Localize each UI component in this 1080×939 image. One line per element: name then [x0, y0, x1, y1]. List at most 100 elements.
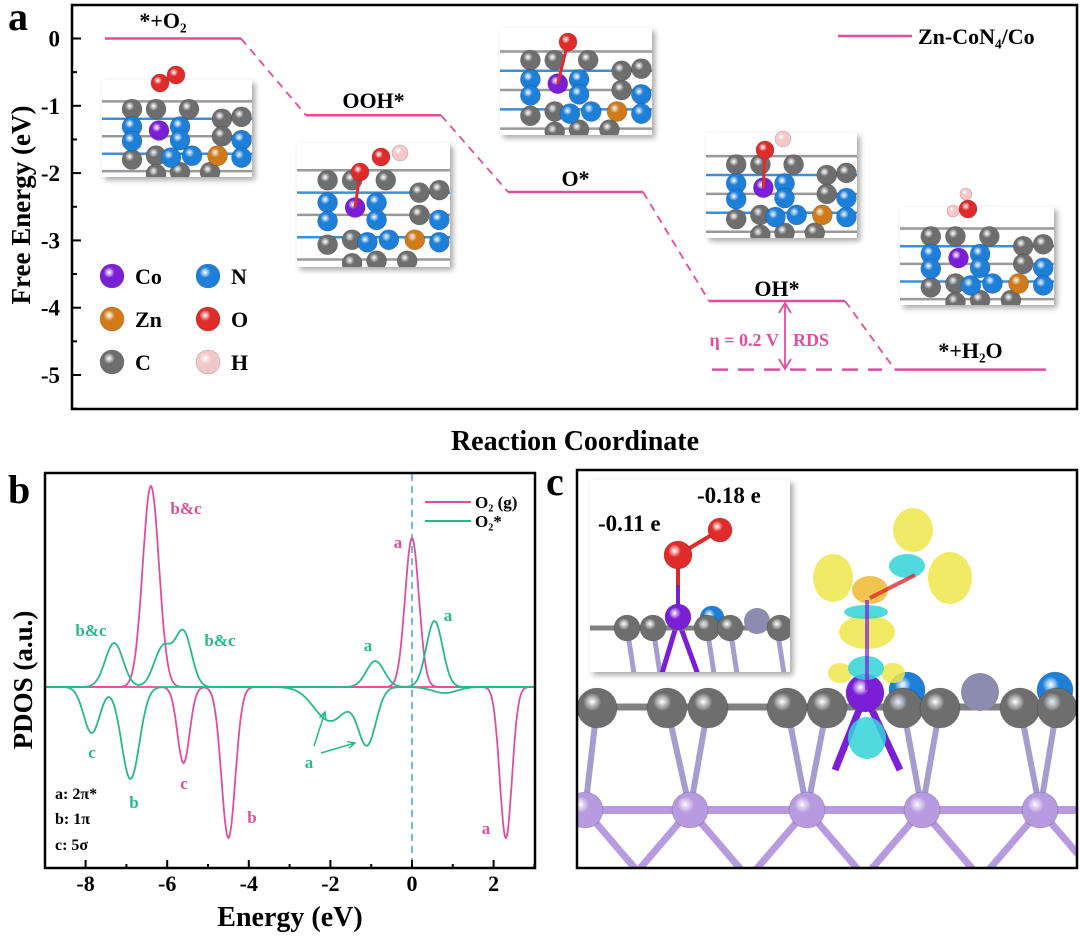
cobalt-atom-icon	[664, 603, 692, 631]
carbon-atom-icon	[520, 49, 541, 71]
nitrogen-atom-icon	[366, 209, 387, 231]
charge-accumulation-lobe	[828, 663, 852, 683]
carbon-atom-icon	[836, 162, 857, 184]
y-tick-label: -4	[41, 296, 61, 321]
oxygen-atom-icon	[707, 517, 733, 543]
carbon-atom-icon	[544, 121, 566, 135]
charge-accumulation-lobe	[852, 576, 888, 604]
nitrogen-atom-icon	[169, 129, 191, 151]
nitrogen-atom-icon	[765, 206, 786, 228]
slab	[500, 49, 652, 135]
x-axis-label: Reaction Coordinate	[451, 426, 699, 457]
zinc-atom-icon	[606, 101, 628, 122]
carbon-atom-icon	[613, 614, 641, 642]
atom-legend-label: N	[231, 264, 247, 289]
x-tick-label: -4	[240, 871, 258, 896]
carbon-atom-icon	[366, 250, 387, 267]
carbon-atom-icon	[577, 687, 618, 729]
carbon-atom-icon	[725, 154, 747, 175]
x-tick-label: -6	[158, 871, 176, 896]
oxygen-atom-icon	[150, 73, 170, 93]
carbon-atom-icon	[882, 687, 924, 729]
carbon-atom-icon	[121, 98, 143, 120]
nitrogen-atom-icon	[836, 206, 857, 228]
legend-label-o2-gas: O₂ (g)	[475, 493, 517, 512]
annotation-arrow	[320, 742, 356, 754]
carbon-atom-icon	[211, 125, 233, 147]
carbon-atom-icon	[999, 687, 1041, 729]
nitrogen-atom-icon	[231, 147, 252, 168]
zn-legend-icon	[99, 306, 125, 332]
energy-level-label: OH*	[754, 276, 799, 301]
nitrogen-atom-icon	[231, 129, 252, 151]
y-tick-label: -5	[41, 363, 60, 388]
carbon-atom-icon	[920, 226, 942, 247]
nitrogen-atom-icon	[520, 85, 541, 106]
carbon-atom-icon	[611, 60, 632, 82]
carbon-atom-icon	[919, 687, 961, 729]
charge-depletion-lobe	[889, 554, 925, 578]
y-tick-label: 0	[49, 27, 61, 52]
carbon-atom-icon	[816, 164, 838, 186]
peak-label: b&c	[204, 631, 236, 650]
hydrogen-atom-icon	[959, 187, 973, 201]
nitrogen-atom-icon	[774, 187, 795, 209]
nitrogen-atom-icon	[160, 147, 182, 168]
cobalt-atom-icon	[148, 120, 170, 141]
peak-label: b&c	[170, 499, 202, 518]
nitrogen-atom-icon	[317, 210, 338, 232]
transition-dashed-line	[642, 191, 710, 302]
nitrogen-atom-icon	[920, 258, 942, 280]
o-o-bond	[869, 573, 916, 600]
support-atom-icon	[671, 791, 709, 829]
oxygen-atom-icon	[558, 32, 578, 52]
arrow-head	[318, 710, 327, 721]
carbon-atom-icon	[766, 687, 808, 729]
transition-dashed-line	[844, 300, 896, 371]
zinc-atom-icon	[811, 204, 833, 226]
nitrogen-atom-icon	[960, 275, 982, 296]
carbon-atom-icon	[804, 222, 826, 238]
co-legend-icon	[99, 263, 125, 289]
series-1-spin-up-line	[44, 620, 535, 688]
carbon-atom-icon	[750, 224, 771, 238]
o-legend-icon	[195, 306, 221, 332]
carbon-atom-icon	[631, 58, 652, 79]
carbon-atom-icon	[693, 614, 721, 642]
hydrogen-atom-icon	[774, 130, 792, 148]
zinc-atom-icon	[744, 608, 770, 634]
charge-inner-oxygen: -0.11 e	[598, 511, 661, 536]
peak-label: a	[444, 606, 453, 625]
transition-dashed-line	[440, 114, 509, 193]
atom-legend-label: Zn	[135, 307, 162, 332]
peak-label: b	[129, 793, 138, 812]
series-0-spin-down-line	[44, 686, 535, 840]
nitrogen-atom-icon	[428, 209, 450, 231]
carbon-atom-icon	[646, 687, 688, 729]
y-tick-label: -2	[41, 161, 60, 186]
structure-image	[900, 187, 1054, 305]
atom-legend-label: H	[231, 350, 248, 375]
n-legend-icon	[195, 263, 221, 289]
panel-label-a: a	[8, 0, 28, 39]
carbon-atom-icon	[1036, 687, 1076, 729]
oxygen-atom-icon	[371, 147, 391, 167]
carbon-atom-icon	[341, 252, 363, 267]
carbon-atom-icon	[687, 687, 729, 729]
structure-image	[706, 130, 857, 238]
rds-arrow-head-top	[778, 301, 792, 314]
support-atom-icon	[577, 791, 604, 829]
nitrogen-atom-icon	[121, 130, 143, 152]
legend-label-zn-con4-co: Zn-CoN₄/Co	[918, 24, 1035, 49]
carbon-atom-icon	[599, 119, 620, 135]
c-legend-icon	[99, 349, 125, 375]
carbon-atom-icon	[317, 169, 338, 191]
peak-label: b&c	[75, 621, 107, 640]
arrow-head	[346, 740, 357, 749]
charge-accumulation-lobe	[881, 663, 905, 683]
carbon-atom-icon	[145, 98, 167, 120]
panel-c-frame	[575, 468, 1079, 870]
